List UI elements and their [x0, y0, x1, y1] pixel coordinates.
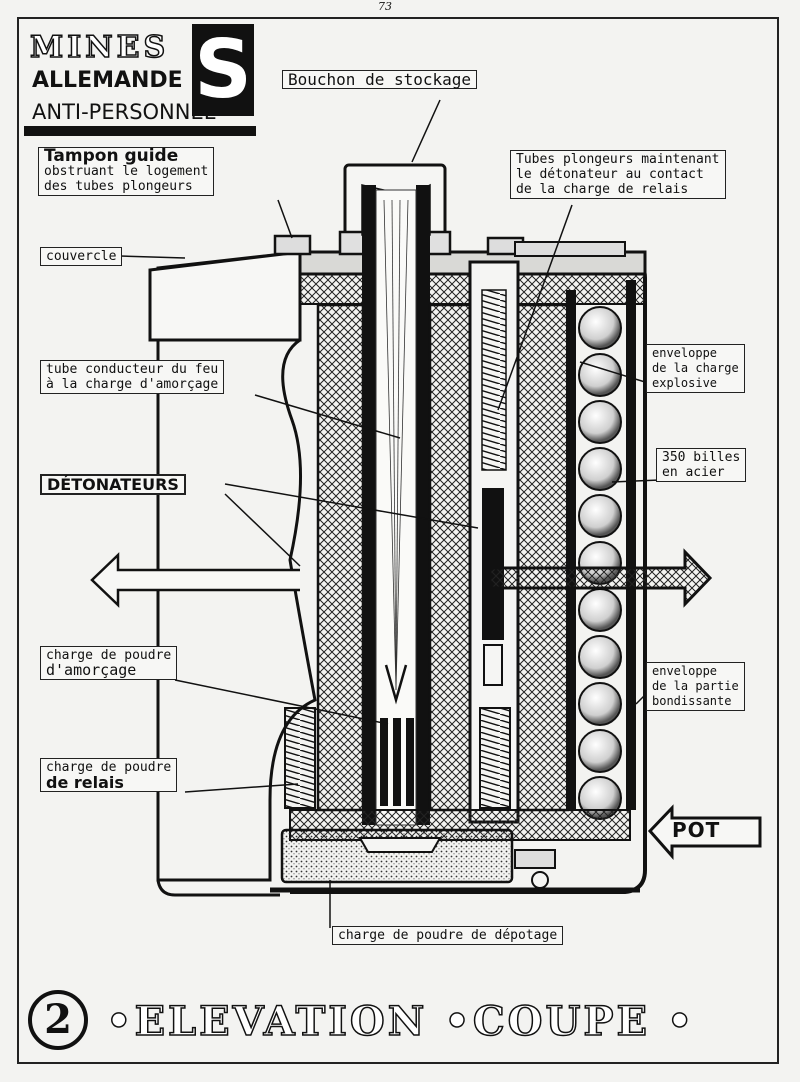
relay-charge-right	[483, 644, 503, 686]
fire-lines	[383, 199, 409, 691]
left-open-arrow	[90, 552, 300, 608]
label-tubes-plongeurs: Tubes plongeurs maintenant le détonateur…	[510, 150, 726, 199]
priming-charge-left	[380, 718, 388, 806]
leader-lines	[119, 99, 661, 928]
explosive-middle	[428, 303, 472, 812]
central-tube-wall-right	[416, 185, 430, 825]
caption: 2 •ELEVATION •COUPE •	[28, 988, 728, 1058]
label-enveloppe-charge: enveloppe de la charge explosive	[646, 344, 745, 393]
page-frame	[17, 17, 779, 1064]
bottom-screw	[514, 849, 556, 869]
page-number: 73	[378, 0, 392, 13]
explosive-envelope-wall	[566, 290, 576, 810]
title-block: MINES ALLEMANDE ANTI-PERSONNEL S	[24, 24, 256, 138]
explosive-left	[316, 303, 365, 812]
caption-text: •ELEVATION •COUPE •	[105, 997, 696, 1046]
label-charge-relais: charge de poudre de relais	[40, 758, 178, 792]
title-allemande: ALLEMANDE	[32, 68, 183, 93]
label-billes: 350 billes en acier	[656, 448, 747, 482]
label-pot: POT	[672, 818, 721, 842]
plunger-spring	[481, 289, 507, 471]
title-mines: MINES	[29, 29, 170, 66]
expulsion-charge	[280, 828, 514, 884]
relay-assembly-left	[284, 707, 316, 809]
fire-arrowhead	[384, 664, 408, 705]
pot-label-box: POT	[650, 806, 762, 856]
priming-charge-mid	[393, 718, 401, 806]
title-underline-bar	[24, 126, 256, 136]
central-tube-wall-left	[362, 185, 376, 825]
priming-charge-right	[406, 718, 414, 806]
steel-balls	[578, 306, 622, 820]
label-tube-conducteur: tube conducteur du feu à la charge d'amo…	[40, 360, 225, 394]
label-couvercle: couvercle	[40, 247, 123, 266]
lid-rim-right	[514, 241, 626, 257]
label-charge-amorcage: charge de poudre d'amorçage	[40, 646, 178, 680]
label-charge-depotage: charge de poudre de dépotage	[332, 926, 564, 945]
explosive-right	[516, 303, 570, 812]
title-anti-personnel: ANTI-PERSONNEL	[32, 100, 216, 124]
label-bouchon: Bouchon de stockage	[282, 70, 478, 89]
pot-arrow	[647, 804, 762, 860]
label-enveloppe-partie: enveloppe de la partie bondissante	[646, 662, 745, 711]
label-tampon: Tampon guide obstruant le logement des t…	[38, 147, 215, 196]
caption-number: 2	[28, 990, 88, 1050]
detonator-right	[482, 488, 504, 640]
bounding-envelope-wall	[626, 280, 636, 810]
guide-plug-left	[273, 234, 312, 256]
bottom-screw-head	[531, 871, 549, 889]
label-detonateurs: DÉTONATEURS	[40, 474, 186, 495]
relay-assembly-right	[479, 707, 511, 809]
right-projection-arrow	[488, 548, 713, 608]
title-big-s: S	[192, 24, 254, 116]
tube-foot	[358, 837, 442, 853]
